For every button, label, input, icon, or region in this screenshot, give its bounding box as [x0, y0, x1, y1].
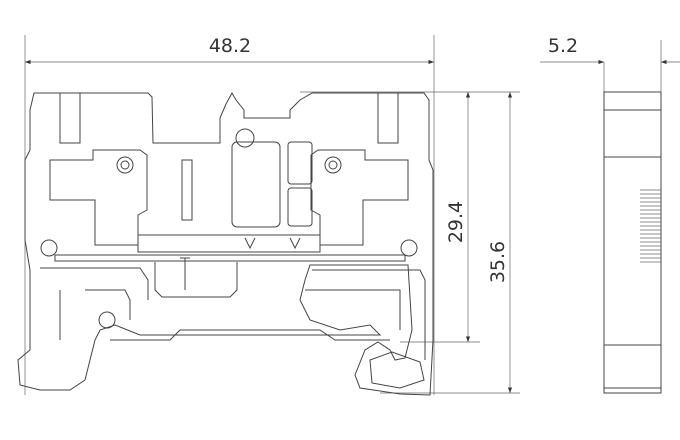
width-dimension: 48.2	[24, 35, 435, 395]
height-dimensions: 29.4 35.6	[300, 91, 520, 394]
inner-height-label: 29.4	[445, 201, 467, 243]
side-width-label: 5.2	[548, 35, 578, 57]
side-view: 5.2	[540, 35, 680, 394]
front-view	[17, 91, 434, 396]
width-label: 48.2	[209, 35, 251, 57]
total-height-label: 35.6	[487, 241, 509, 283]
